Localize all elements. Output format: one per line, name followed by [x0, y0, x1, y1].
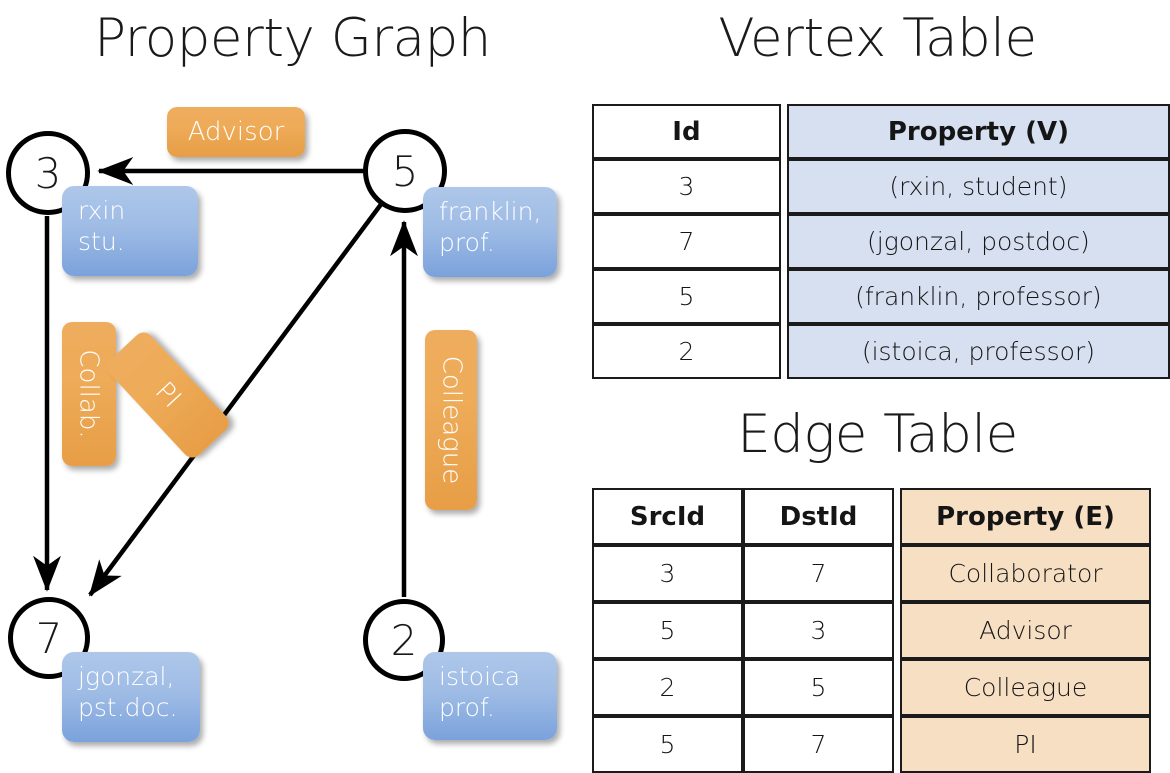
page-title-property-graph: Property Graph [94, 8, 491, 69]
vertex-cell-id: 5 [592, 269, 781, 324]
table-row: 2 (istoica, professor) [592, 324, 1170, 379]
edge-table-header-dstid: DstId [743, 488, 894, 545]
column-separator [780, 214, 787, 269]
table-row: 3 7 Collaborator [592, 545, 1151, 602]
edge-table-header-property: Property (E) [900, 488, 1151, 545]
column-separator [780, 324, 787, 379]
edge-cell-srcid: 2 [592, 659, 743, 716]
column-separator [894, 488, 900, 545]
edge-cell-dstid: 7 [743, 545, 894, 602]
edge-label-advisor-text: Advisor [187, 117, 285, 147]
table-row: 3 (rxin, student) [592, 159, 1170, 214]
vertex-cell-id: 2 [592, 324, 781, 379]
graph-node-5[interactable]: 5 [363, 129, 447, 213]
vertex-cell-property: (rxin, student) [786, 159, 1170, 214]
vertex-property-box-rxin: rxin stu. [62, 186, 198, 276]
table-row: 5 7 PI [592, 716, 1151, 773]
column-separator [894, 545, 900, 602]
page-title-vertex-table: Vertex Table [718, 8, 1037, 69]
edge-label-colleague-text: Colleague [436, 355, 467, 485]
edge-cell-srcid: 3 [592, 545, 743, 602]
vertex-table-header-property: Property (V) [786, 104, 1170, 159]
graph-node-2[interactable]: 2 [363, 599, 445, 681]
column-separator [894, 602, 900, 659]
edge-cell-property: Colleague [900, 659, 1151, 716]
column-separator [780, 159, 787, 214]
vertex-table: Id Property (V) 3 (rxin, student) 7 (jgo… [592, 104, 1170, 379]
table-row: 5 3 Advisor [592, 602, 1151, 659]
edge-table-header-srcid: SrcId [592, 488, 743, 545]
column-separator [894, 716, 900, 773]
edge-cell-property: Advisor [900, 602, 1151, 659]
vertex-cell-property: (franklin, professor) [786, 269, 1170, 324]
edge-label-pi-text: PI [149, 376, 187, 414]
arrow-5-to-7 [88, 201, 384, 597]
vertex-cell-id: 7 [592, 214, 781, 269]
edge-cell-dstid: 7 [743, 716, 894, 773]
edge-label-collab: Collab. [62, 322, 116, 466]
property-graph-diagram: 3 5 7 2 rxin stu. franklin, prof. jgonza… [0, 0, 585, 760]
column-separator [894, 659, 900, 716]
vertex-table-header-id: Id [592, 104, 781, 159]
column-separator [780, 104, 787, 159]
table-header-row: SrcId DstId Property (E) [592, 488, 1151, 545]
edge-label-collab-text: Collab. [74, 349, 104, 439]
vertex-cell-property: (istoica, professor) [786, 324, 1170, 379]
column-separator [780, 269, 787, 324]
edge-table: SrcId DstId Property (E) 3 7 Collaborato… [592, 488, 1151, 773]
table-row: 2 5 Colleague [592, 659, 1151, 716]
table-header-row: Id Property (V) [592, 104, 1170, 159]
page-title-edge-table: Edge Table [737, 404, 1018, 465]
vertex-cell-property: (jgonzal, postdoc) [786, 214, 1170, 269]
edge-label-advisor: Advisor [167, 107, 305, 157]
edge-cell-srcid: 5 [592, 602, 743, 659]
edge-cell-property: PI [900, 716, 1151, 773]
vertex-property-box-jgonzal: jgonzal, pst.doc. [62, 652, 200, 742]
graph-edge-arrows [33, 157, 418, 597]
edge-cell-dstid: 3 [743, 602, 894, 659]
edge-cell-srcid: 5 [592, 716, 743, 773]
vertex-property-box-franklin: franklin, prof. [423, 187, 557, 277]
vertex-property-box-istoica: istoica prof. [423, 652, 557, 740]
vertex-cell-id: 3 [592, 159, 781, 214]
edge-label-colleague: Colleague [425, 330, 477, 510]
table-row: 5 (franklin, professor) [592, 269, 1170, 324]
edge-cell-property: Collaborator [900, 545, 1151, 602]
table-row: 7 (jgonzal, postdoc) [592, 214, 1170, 269]
edge-cell-dstid: 5 [743, 659, 894, 716]
